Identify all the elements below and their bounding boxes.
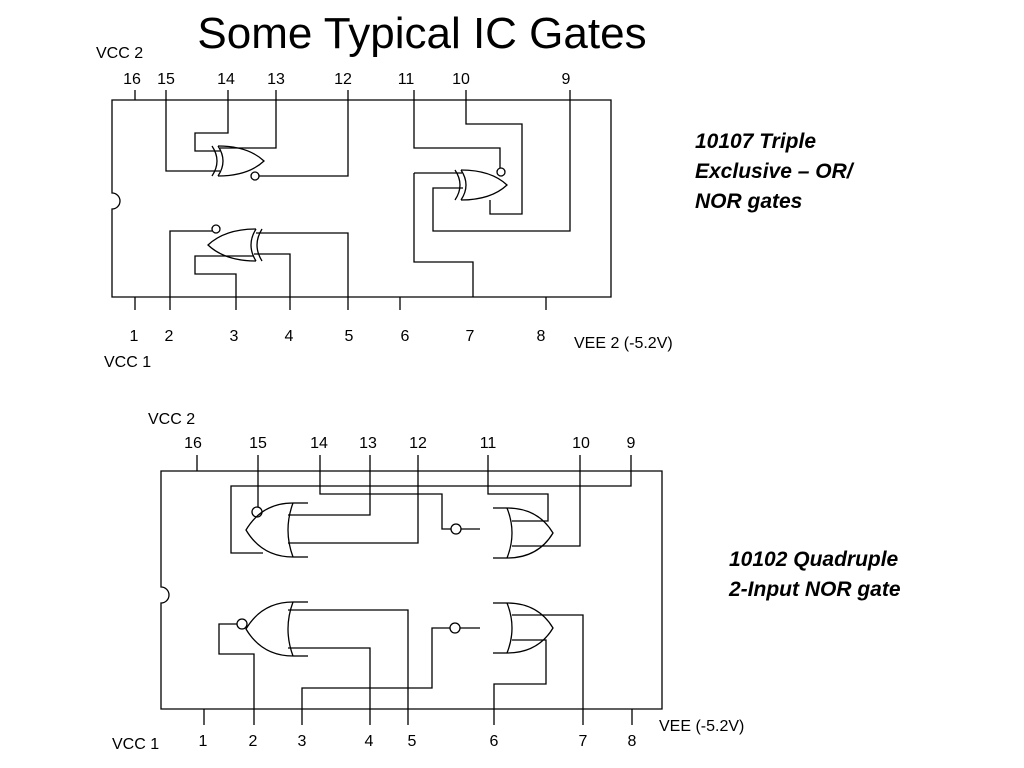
nor-gate xyxy=(245,502,308,558)
chip-10107-gate-b-wiring xyxy=(413,90,571,297)
pin-label-8: 8 xyxy=(628,733,637,750)
pin-label-10: 10 xyxy=(572,435,590,452)
inverting-output-bubble xyxy=(211,224,221,234)
pin-label-4: 4 xyxy=(365,733,374,750)
pin-label-12: 12 xyxy=(409,435,427,452)
pin-label-2: 2 xyxy=(165,328,174,345)
chip-10107-vee-label: VEE 2 (-5.2V) xyxy=(574,335,673,352)
chip-10107-caption-line: NOR gates xyxy=(695,190,802,213)
chip-10102-gate-2-wiring xyxy=(319,455,581,547)
pin-label-11: 11 xyxy=(480,435,497,452)
nor-gate xyxy=(493,602,554,654)
chip-10107-diagram xyxy=(111,90,612,310)
chip-10102-caption: 10102 Quadruple 2-Input NOR gate xyxy=(728,548,904,601)
chip-10102-diagram xyxy=(160,455,663,725)
inverting-output-bubble xyxy=(496,167,506,177)
chip-10102-caption-line: 10102 Quadruple xyxy=(729,548,899,571)
pin-label-5: 5 xyxy=(345,328,354,345)
chip-10107-vcc-bottom-label: VCC 1 xyxy=(104,354,151,371)
pin-label-7: 7 xyxy=(579,733,588,750)
xor-gate xyxy=(454,169,508,201)
pin-label-5: 5 xyxy=(408,733,417,750)
pin-label-15: 15 xyxy=(157,71,175,88)
xor-gate xyxy=(211,145,265,177)
pin-label-14: 14 xyxy=(217,71,235,88)
slide-title: Some Typical IC Gates xyxy=(197,9,646,58)
pin-label-3: 3 xyxy=(230,328,239,345)
pin-label-1: 1 xyxy=(199,733,208,750)
chip-10107-body xyxy=(111,99,612,298)
pin-label-2: 2 xyxy=(249,733,258,750)
pin-label-16: 16 xyxy=(184,435,202,452)
chip-10107-caption-line: 10107 Triple xyxy=(695,130,816,153)
chip-10102-caption-line: 2-Input NOR gate xyxy=(728,578,901,601)
chip-10102-gate-4-wiring xyxy=(301,614,584,725)
pin-label-16: 16 xyxy=(123,71,141,88)
inverting-output-bubble xyxy=(250,171,260,181)
nor-gate xyxy=(245,601,308,657)
pin-label-13: 13 xyxy=(359,435,377,452)
chip-10107-caption-line: Exclusive – OR/ xyxy=(695,160,855,183)
pin-label-15: 15 xyxy=(249,435,267,452)
chip-10107-vcc-top-label: VCC 2 xyxy=(96,45,143,62)
inverting-output-bubble xyxy=(251,506,263,518)
pin-label-12: 12 xyxy=(334,71,352,88)
chip-10102-body xyxy=(160,470,663,710)
pin-label-8: 8 xyxy=(537,328,546,345)
chip-10102-vee-label: VEE (-5.2V) xyxy=(659,718,744,735)
pin-label-1: 1 xyxy=(130,328,139,345)
chip-10107-bottom-pin-stubs xyxy=(134,297,547,310)
pin-label-4: 4 xyxy=(285,328,294,345)
pin-label-10: 10 xyxy=(452,71,470,88)
chip-10102-gate-1-wiring xyxy=(230,455,632,554)
chip-10102-gate-3-wiring xyxy=(218,609,409,725)
chip-10102-vcc-bottom-label: VCC 1 xyxy=(112,736,159,753)
xor-gate xyxy=(207,228,263,262)
chip-10107-gate-c-wiring xyxy=(169,230,349,310)
chip-10107-gate-a-wiring xyxy=(165,90,349,177)
pin-label-9: 9 xyxy=(562,71,571,88)
chip-10107-caption: 10107 Triple Exclusive – OR/ NOR gates xyxy=(695,130,858,213)
pin-label-13: 13 xyxy=(267,71,285,88)
pin-label-9: 9 xyxy=(627,435,636,452)
pin-label-6: 6 xyxy=(490,733,499,750)
nor-gate xyxy=(493,507,554,559)
inverting-output-bubble xyxy=(236,618,248,630)
pin-label-11: 11 xyxy=(398,71,415,88)
pin-label-3: 3 xyxy=(298,733,307,750)
inverting-output-bubble xyxy=(449,622,461,634)
chip-10102-vcc-top-label: VCC 2 xyxy=(148,411,195,428)
pin-label-14: 14 xyxy=(310,435,328,452)
pin-label-6: 6 xyxy=(401,328,410,345)
chip-10102-bottom-pin-stubs xyxy=(203,709,633,725)
pin-label-7: 7 xyxy=(466,328,475,345)
inverting-output-bubble xyxy=(450,523,462,535)
